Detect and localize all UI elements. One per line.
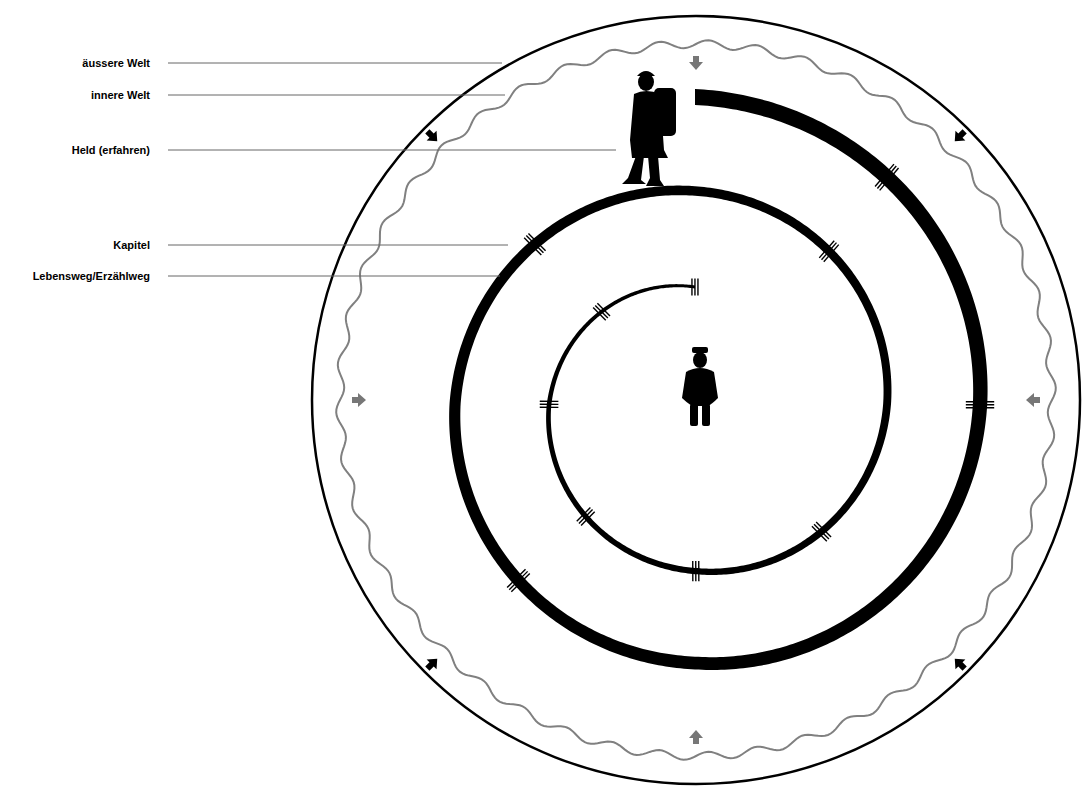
chapter-tick xyxy=(693,561,699,581)
inward-arrow xyxy=(950,126,970,146)
inward-arrow xyxy=(689,56,703,70)
inward-arrow xyxy=(352,393,366,407)
life-path-spiral xyxy=(449,89,987,670)
tick-stroke xyxy=(697,278,698,295)
outer-world-circle xyxy=(312,16,1080,784)
tick-stroke xyxy=(524,238,541,255)
hero-coat xyxy=(630,91,668,158)
tick-stroke xyxy=(540,407,559,408)
chapter-tick xyxy=(812,522,831,541)
part-label: Kapitel xyxy=(113,239,150,252)
tick-stroke xyxy=(507,569,525,587)
arrow-head xyxy=(689,56,703,70)
arrow-head xyxy=(352,393,366,407)
leader-line xyxy=(168,150,616,151)
arrow-head xyxy=(950,126,970,146)
inward-arrow xyxy=(950,654,970,674)
part-label: Lebensweg/Erzählweg xyxy=(33,270,150,283)
child-leg xyxy=(702,404,710,426)
tick-stroke xyxy=(966,404,994,405)
chapter-tick xyxy=(875,164,898,190)
tick-stroke xyxy=(819,241,834,258)
part-label: äussere Welt xyxy=(82,57,150,70)
tick-stroke xyxy=(966,401,994,402)
chapter-tick xyxy=(577,507,595,525)
tick-stroke xyxy=(875,164,894,186)
part-label: innere Welt xyxy=(91,89,150,102)
leader-line xyxy=(168,63,502,64)
hero-adult-figure xyxy=(622,71,676,186)
pressure-arrows xyxy=(352,56,1040,744)
tick-stroke xyxy=(966,407,994,408)
hero-child-figure xyxy=(682,347,718,426)
tick-stroke xyxy=(877,166,896,188)
inward-arrow xyxy=(1026,393,1040,407)
chapter-tick xyxy=(524,233,545,254)
tick-stroke xyxy=(597,303,610,316)
arrow-head xyxy=(1026,393,1040,407)
child-cap xyxy=(692,347,708,353)
tick-stroke xyxy=(528,233,545,250)
tick-stroke xyxy=(577,507,591,521)
leader-lines xyxy=(168,63,616,276)
arrow-head xyxy=(422,126,442,146)
tick-stroke xyxy=(694,278,695,295)
arrow-head xyxy=(422,654,442,674)
chapter-tick xyxy=(507,569,530,592)
hero-leg xyxy=(646,156,664,186)
tick-stroke xyxy=(511,574,529,592)
tick-stroke xyxy=(540,404,559,405)
chapter-tick xyxy=(819,241,838,262)
part-label: Held (erfahren) xyxy=(72,144,150,157)
tick-stroke xyxy=(880,168,899,190)
chapter-tick xyxy=(593,303,610,320)
tick-stroke xyxy=(822,243,837,260)
tick-stroke xyxy=(812,526,827,541)
chapter-tick xyxy=(692,278,698,295)
chapter-tick xyxy=(966,402,994,408)
inward-arrow xyxy=(422,654,442,674)
hero-leg xyxy=(622,156,646,184)
child-body xyxy=(682,368,718,406)
tick-stroke xyxy=(692,561,693,581)
tick-stroke xyxy=(691,278,692,295)
arrow-head xyxy=(950,654,970,674)
tick-stroke xyxy=(540,401,559,402)
inward-arrow xyxy=(689,730,703,744)
tick-stroke xyxy=(824,245,839,262)
tick-stroke xyxy=(526,236,543,253)
leader-line xyxy=(168,276,500,277)
tick-stroke xyxy=(509,571,527,589)
hero-cap xyxy=(637,71,655,76)
chapter-ticks xyxy=(507,164,994,592)
tick-stroke xyxy=(698,561,699,581)
inner-world-wave xyxy=(336,40,1056,760)
tick-stroke xyxy=(695,561,696,581)
leader-line xyxy=(168,245,508,246)
arrow-head xyxy=(689,730,703,744)
chapter-tick xyxy=(540,401,559,407)
leader-line xyxy=(168,95,505,96)
inward-arrow xyxy=(422,126,442,146)
child-leg xyxy=(690,404,698,426)
child-head xyxy=(693,352,707,368)
